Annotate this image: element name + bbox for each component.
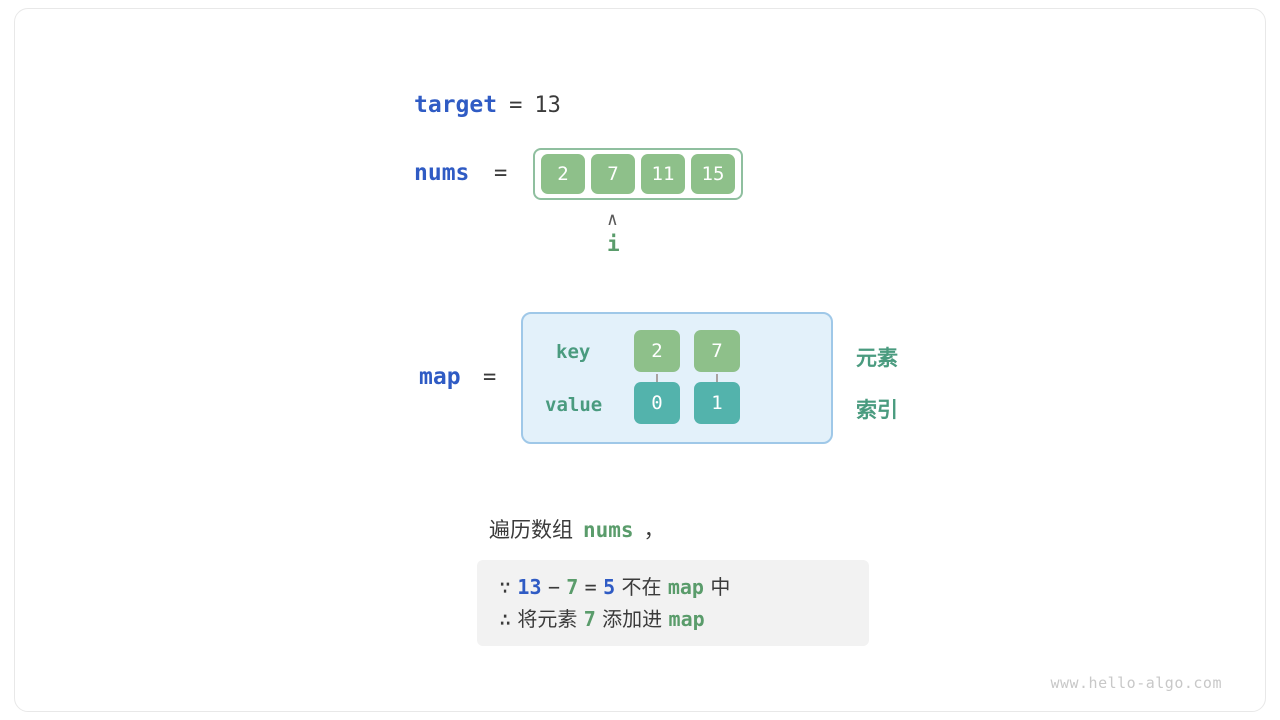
pointer-caret-icon: ∧ xyxy=(607,209,618,230)
caption-code-nums: nums xyxy=(583,518,634,542)
note-minus-sign: − xyxy=(547,575,560,599)
note-equals-sign: = xyxy=(584,575,597,599)
note-map-token: map xyxy=(668,607,705,631)
nums-cell: 11 xyxy=(641,154,685,194)
nums-cell: 7 xyxy=(591,154,635,194)
map-key-cell: 2 xyxy=(634,330,680,372)
note-added-number: 7 xyxy=(583,607,596,631)
note-line-2: ∴ 将元素 7 添加进 map xyxy=(499,603,847,635)
map-equals-sign: = xyxy=(483,365,497,390)
note-map-token: map xyxy=(667,575,704,599)
note-text-add-element: 将元素 xyxy=(517,607,578,631)
target-value: 13 xyxy=(534,93,561,118)
nums-array-box: 2 7 11 15 xyxy=(533,148,743,200)
nums-equals-sign: = xyxy=(494,161,508,186)
note-line-1: ∵ 13 − 7 = 5 不在 map 中 xyxy=(499,571,847,603)
note-text-in: 中 xyxy=(710,575,731,599)
watermark-url: www.hello-algo.com xyxy=(1050,674,1222,692)
note-box: ∵ 13 − 7 = 5 不在 map 中 ∴ 将元素 7 添加进 map xyxy=(477,560,869,646)
map-key-row-label: key xyxy=(556,341,591,363)
map-value-cell: 1 xyxy=(694,382,740,424)
map-index-side-label: 索引 xyxy=(856,398,898,422)
map-value-row-label: value xyxy=(545,394,603,416)
pointer-label-i: i xyxy=(607,232,620,256)
map-variable-name: map xyxy=(419,364,461,390)
caption-prefix: 遍历数组 xyxy=(489,518,573,542)
because-symbol: ∵ xyxy=(499,575,512,599)
therefore-symbol: ∴ xyxy=(499,607,512,631)
note-text-add-into: 添加进 xyxy=(602,607,663,631)
outer-frame xyxy=(14,8,1266,712)
note-complement-value: 5 xyxy=(603,575,616,599)
target-row: target = 13 xyxy=(414,92,561,118)
caption-row: 遍历数组 nums ， xyxy=(489,514,665,544)
nums-variable-name: nums xyxy=(414,160,470,186)
target-equals-sign: = xyxy=(509,93,523,118)
map-element-side-label: 元素 xyxy=(856,346,898,370)
note-current-element: 7 xyxy=(566,575,579,599)
nums-cell: 15 xyxy=(691,154,735,194)
nums-cell: 2 xyxy=(541,154,585,194)
note-target-value: 13 xyxy=(517,575,542,599)
map-value-cell: 0 xyxy=(634,382,680,424)
note-text-not-in: 不在 xyxy=(621,575,662,599)
caption-suffix: ， xyxy=(643,518,665,542)
map-key-cell: 7 xyxy=(694,330,740,372)
target-variable-name: target xyxy=(414,92,498,118)
